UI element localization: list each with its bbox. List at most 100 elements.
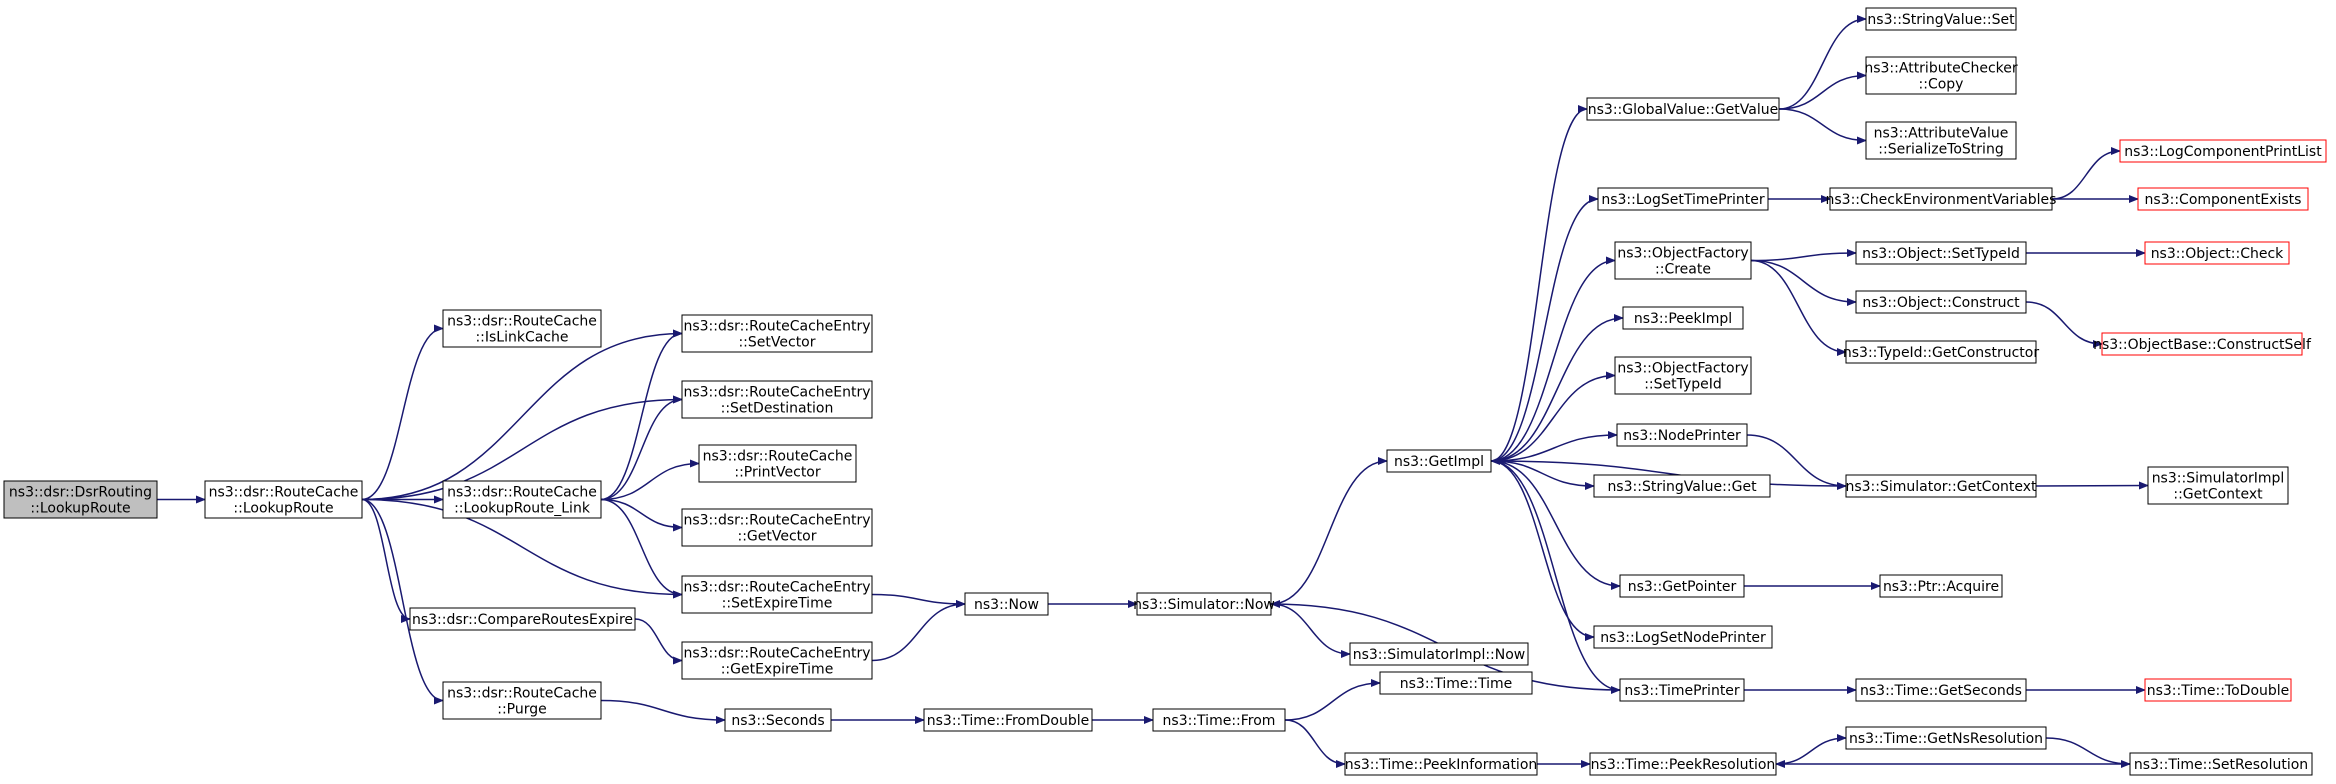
node-time_from[interactable]: ns3::Time::From — [1152, 708, 1286, 732]
node-label: ::PrintVector — [734, 465, 820, 481]
node-nodeprinter[interactable]: ns3::NodePrinter — [1616, 423, 1748, 447]
node-objectfactory_create[interactable]: ns3::ObjectFactory::Create — [1614, 241, 1752, 280]
node-object_construct[interactable]: ns3::Object::Construct — [1855, 290, 2027, 314]
node-simulatorimpl_getcontext[interactable]: ns3::SimulatorImpl::GetContext — [2147, 466, 2289, 505]
node-rce_getvector[interactable]: ns3::dsr::RouteCacheEntry::GetVector — [681, 508, 873, 547]
node-routecache_lookuproute[interactable]: ns3::dsr::RouteCache::LookupRoute — [204, 480, 363, 519]
edge-time_getnsresolution-to-time_setresolution — [2045, 737, 2131, 768]
edge-routecache_lookuproute-to-rce_setvector — [361, 329, 683, 501]
node-box — [1855, 241, 2027, 265]
node-label: ns3::Time::GetNsResolution — [1849, 731, 2043, 747]
node-label: ns3::Object::Check — [2151, 246, 2284, 262]
node-object_check[interactable]: ns3::Object::Check — [2144, 241, 2290, 265]
node-label: ns3::Time::From — [1163, 713, 1276, 729]
node-box — [1855, 290, 2027, 314]
node-label: ns3::Simulator::GetContext — [1845, 479, 2037, 495]
node-box — [1865, 56, 2017, 95]
node-typeid_getconstructor[interactable]: ns3::TypeId::GetConstructor — [1843, 340, 2039, 364]
node-rce_setdestination[interactable]: ns3::dsr::RouteCacheEntry::SetDestinatio… — [681, 380, 873, 419]
node-box — [2144, 241, 2290, 265]
node-simulator_getcontext[interactable]: ns3::Simulator::GetContext — [1845, 474, 2037, 498]
node-box — [3, 480, 158, 519]
node-routecache_printvector[interactable]: ns3::dsr::RouteCache::PrintVector — [698, 444, 857, 483]
node-globalvalue_getvalue[interactable]: ns3::GlobalValue::GetValue — [1586, 97, 1780, 121]
node-objectbase_constructself[interactable]: ns3::ObjectBase::ConstructSelf — [2093, 332, 2312, 356]
node-getpointer[interactable]: ns3::GetPointer — [1619, 574, 1745, 598]
node-ptr_acquire[interactable]: ns3::Ptr::Acquire — [1879, 574, 2003, 598]
node-box — [1597, 187, 1769, 211]
node-box — [1349, 642, 1529, 666]
node-box — [1586, 97, 1780, 121]
node-time_peekresolution[interactable]: ns3::Time::PeekResolution — [1589, 752, 1777, 776]
node-time_fromdouble[interactable]: ns3::Time::FromDouble — [923, 708, 1093, 732]
node-timeprinter[interactable]: ns3::TimePrinter — [1619, 678, 1745, 702]
node-label: ns3::ObjectFactory — [1617, 361, 1748, 377]
node-stringvalue_get[interactable]: ns3::StringValue::Get — [1593, 474, 1771, 498]
node-label: ::LookupRoute_Link — [454, 501, 591, 517]
node-simulator_now[interactable]: ns3::Simulator::Now — [1133, 592, 1275, 616]
node-box — [1614, 356, 1752, 395]
node-time_time[interactable]: ns3::Time::Time — [1379, 671, 1533, 695]
node-label: ns3::LogSetTimePrinter — [1601, 192, 1765, 208]
node-label: ns3::dsr::RouteCache — [209, 485, 359, 501]
node-box — [1845, 726, 2047, 750]
node-label: ns3::dsr::DsrRouting — [9, 485, 152, 501]
node-routecache_lookuproute_link[interactable]: ns3::dsr::RouteCache::LookupRoute_Link — [442, 480, 602, 519]
node-time_getnsresolution[interactable]: ns3::Time::GetNsResolution — [1845, 726, 2047, 750]
node-rce_getexpiretime[interactable]: ns3::dsr::RouteCacheEntry::GetExpireTime — [681, 641, 873, 680]
node-peekimpl[interactable]: ns3::PeekImpl — [1622, 306, 1744, 330]
node-attributechecker_copy[interactable]: ns3::AttributeChecker::Copy — [1864, 56, 2018, 95]
edge-getimpl-to-stringvalue_get — [1490, 460, 1595, 490]
node-attributevalue_serializetostring[interactable]: ns3::AttributeValue::SerializeToString — [1865, 121, 2017, 160]
node-now[interactable]: ns3::Now — [964, 592, 1049, 616]
edge-routecache_lookuproute-to-routecache_islinkcache — [361, 324, 444, 501]
node-rce_setexpiretime[interactable]: ns3::dsr::RouteCacheEntry::SetExpireTime — [681, 575, 873, 614]
edge-time_peekresolution-to-time_getnsresolution — [1775, 734, 1847, 765]
node-label: ns3::dsr::RouteCache — [447, 485, 597, 501]
edge-routecache_lookuproute-to-rce_setexpiretime — [361, 498, 683, 599]
node-label: ::GetVector — [738, 529, 817, 545]
node-label: ns3::dsr::RouteCache — [447, 686, 597, 702]
node-box — [442, 681, 602, 720]
node-label: ns3::Ptr::Acquire — [1883, 579, 1999, 595]
node-time_setresolution[interactable]: ns3::Time::SetResolution — [2129, 752, 2313, 776]
node-label: ns3::AttributeValue — [1874, 126, 2009, 142]
node-checkenvironmentvariables[interactable]: ns3::CheckEnvironmentVariables — [1826, 187, 2057, 211]
edge-simulator_now-to-getimpl — [1270, 457, 1388, 605]
node-routecache_islinkcache[interactable]: ns3::dsr::RouteCache::IsLinkCache — [442, 309, 602, 348]
node-time_todouble[interactable]: ns3::Time::ToDouble — [2144, 678, 2292, 702]
edge-simulator_now-to-simulatorimpl_now — [1270, 603, 1351, 658]
node-label: ns3::LogComponentPrintList — [2124, 144, 2322, 160]
node-simulatorimpl_now[interactable]: ns3::SimulatorImpl::Now — [1349, 642, 1529, 666]
node-box — [681, 575, 873, 614]
edge-getimpl-to-nodeprinter — [1490, 431, 1618, 462]
node-label: ::IsLinkCache — [475, 330, 568, 346]
node-logcomponentprintlist[interactable]: ns3::LogComponentPrintList — [2119, 139, 2327, 163]
node-logsettimeprinter[interactable]: ns3::LogSetTimePrinter — [1597, 187, 1769, 211]
node-label: ns3::dsr::RouteCache — [703, 449, 853, 465]
node-object_settypeid[interactable]: ns3::Object::SetTypeId — [1855, 241, 2027, 265]
node-stringvalue_set[interactable]: ns3::StringValue::Set — [1865, 7, 2017, 31]
node-rce_setvector[interactable]: ns3::dsr::RouteCacheEntry::SetVector — [681, 314, 873, 353]
node-componentexists[interactable]: ns3::ComponentExists — [2137, 187, 2309, 211]
node-time_peekinformation[interactable]: ns3::Time::PeekInformation — [1344, 752, 1538, 776]
node-box — [1845, 340, 2037, 364]
node-routecache_purge[interactable]: ns3::dsr::RouteCache::Purge — [442, 681, 602, 720]
node-box — [681, 380, 873, 419]
node-label: ::SerializeToString — [1878, 142, 2003, 158]
node-time_getseconds[interactable]: ns3::Time::GetSeconds — [1855, 678, 2027, 702]
edge-routecache_purge-to-seconds — [600, 699, 726, 724]
node-logsetnodeprinter[interactable]: ns3::LogSetNodePrinter — [1593, 625, 1773, 649]
node-label: ns3::Time::FromDouble — [927, 713, 1090, 729]
node-label: ns3::ComponentExists — [2145, 192, 2302, 208]
node-getimpl[interactable]: ns3::GetImpl — [1386, 449, 1492, 473]
node-box — [1865, 121, 2017, 160]
edge-simulator_getcontext-to-getimpl — [1490, 457, 1847, 487]
node-label: ns3::GlobalValue::GetValue — [1588, 102, 1778, 118]
node-box — [2101, 332, 2303, 356]
edge-globalvalue_getvalue-to-stringvalue_set — [1778, 15, 1867, 110]
node-box — [1616, 423, 1748, 447]
node-objectfactory_settypeid[interactable]: ns3::ObjectFactory::SetTypeId — [1614, 356, 1752, 395]
node-compareroutesexpire[interactable]: ns3::dsr::CompareRoutesExpire — [409, 607, 636, 631]
node-seconds[interactable]: ns3::Seconds — [724, 708, 832, 732]
